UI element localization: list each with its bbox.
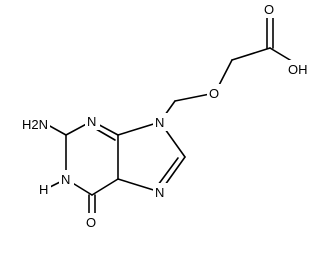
n3-label: N <box>87 114 96 129</box>
amine-label: H2N <box>22 117 48 132</box>
bond-lines <box>45 14 301 225</box>
n1-hydrogen-label: H <box>39 182 48 197</box>
bond-c8-n7-inner <box>157 157 179 186</box>
acid-carbonyl-oxygen-label: O <box>264 2 274 17</box>
bond-c2-nh2 <box>47 124 67 136</box>
n1-label: N <box>61 172 70 187</box>
ether-oxygen-label: O <box>209 86 219 101</box>
bond-n3-c4-inner <box>95 128 116 141</box>
n7-label: N <box>155 185 164 200</box>
atom-label-backgrounds <box>20 0 312 231</box>
atom-labels: H2N N N H O N N O O OH <box>22 2 308 230</box>
bond-ch2-cooh <box>231 47 271 61</box>
carbonyl-oxygen-label: O <box>86 215 96 230</box>
bond-c5-c6 <box>91 178 119 196</box>
chemical-structure-diagram: H2N N N H O N N O O OH <box>20 0 312 231</box>
hydroxyl-label: OH <box>288 62 308 77</box>
n9-label: N <box>155 115 164 130</box>
